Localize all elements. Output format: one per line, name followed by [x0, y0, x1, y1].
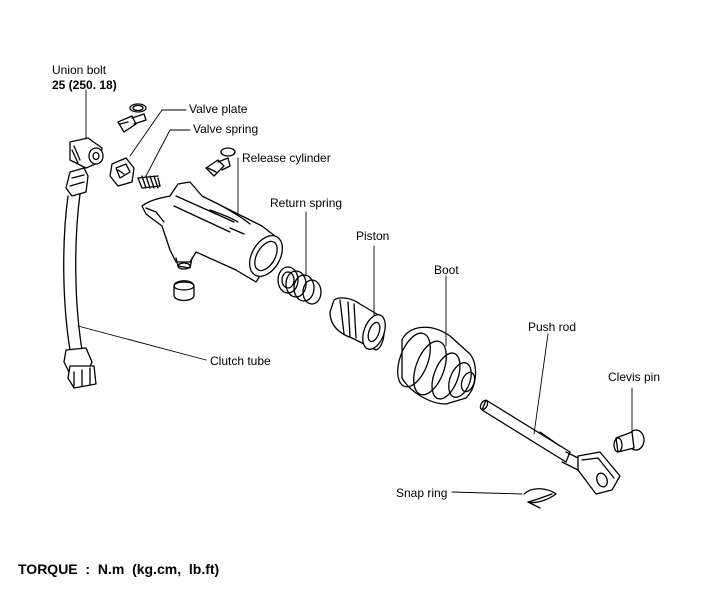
- valve-spring-part: [137, 175, 161, 189]
- leader-clutch-tube: [77, 325, 207, 361]
- label-snap-ring: Snap ring: [396, 486, 448, 500]
- clutch-tube-part: [63, 137, 104, 389]
- torque-legend: TORQUE : N.m (kg.cm, lb.ft): [18, 561, 220, 577]
- clevis-pin-part: [613, 429, 645, 453]
- label-valve-spring: Valve spring: [193, 122, 259, 136]
- label-valve-plate: Valve plate: [189, 102, 248, 116]
- return-spring-part: [277, 266, 322, 305]
- bleeder-screw-part: [205, 147, 236, 177]
- label-return-spring: Return spring: [270, 196, 343, 210]
- label-clevis-pin: Clevis pin: [608, 370, 661, 384]
- snap-ring-part: [523, 488, 557, 509]
- label-union-bolt: Union bolt: [52, 63, 107, 77]
- valve-plate-part: [117, 103, 147, 133]
- leader-snap-ring: [451, 491, 523, 495]
- push-rod-part: [479, 399, 621, 495]
- leader-valve-plate: [129, 109, 187, 157]
- boot-part: [397, 326, 477, 405]
- label-union-bolt-torque: 25 (250. 18): [52, 78, 117, 92]
- release-cylinder-part: [141, 181, 284, 283]
- label-piston: Piston: [356, 229, 390, 243]
- bleeder-cap-part: [173, 280, 195, 302]
- valve-cage-part: [109, 157, 135, 187]
- label-clutch-tube: Clutch tube: [210, 354, 271, 368]
- label-boot: Boot: [434, 263, 459, 277]
- leader-push-rod: [533, 333, 549, 435]
- leader-valve-spring: [145, 129, 191, 177]
- label-push-rod: Push rod: [528, 320, 577, 334]
- label-release-cylinder: Release cylinder: [242, 151, 331, 165]
- leader-lines: [77, 89, 633, 495]
- piston-part: [329, 297, 386, 351]
